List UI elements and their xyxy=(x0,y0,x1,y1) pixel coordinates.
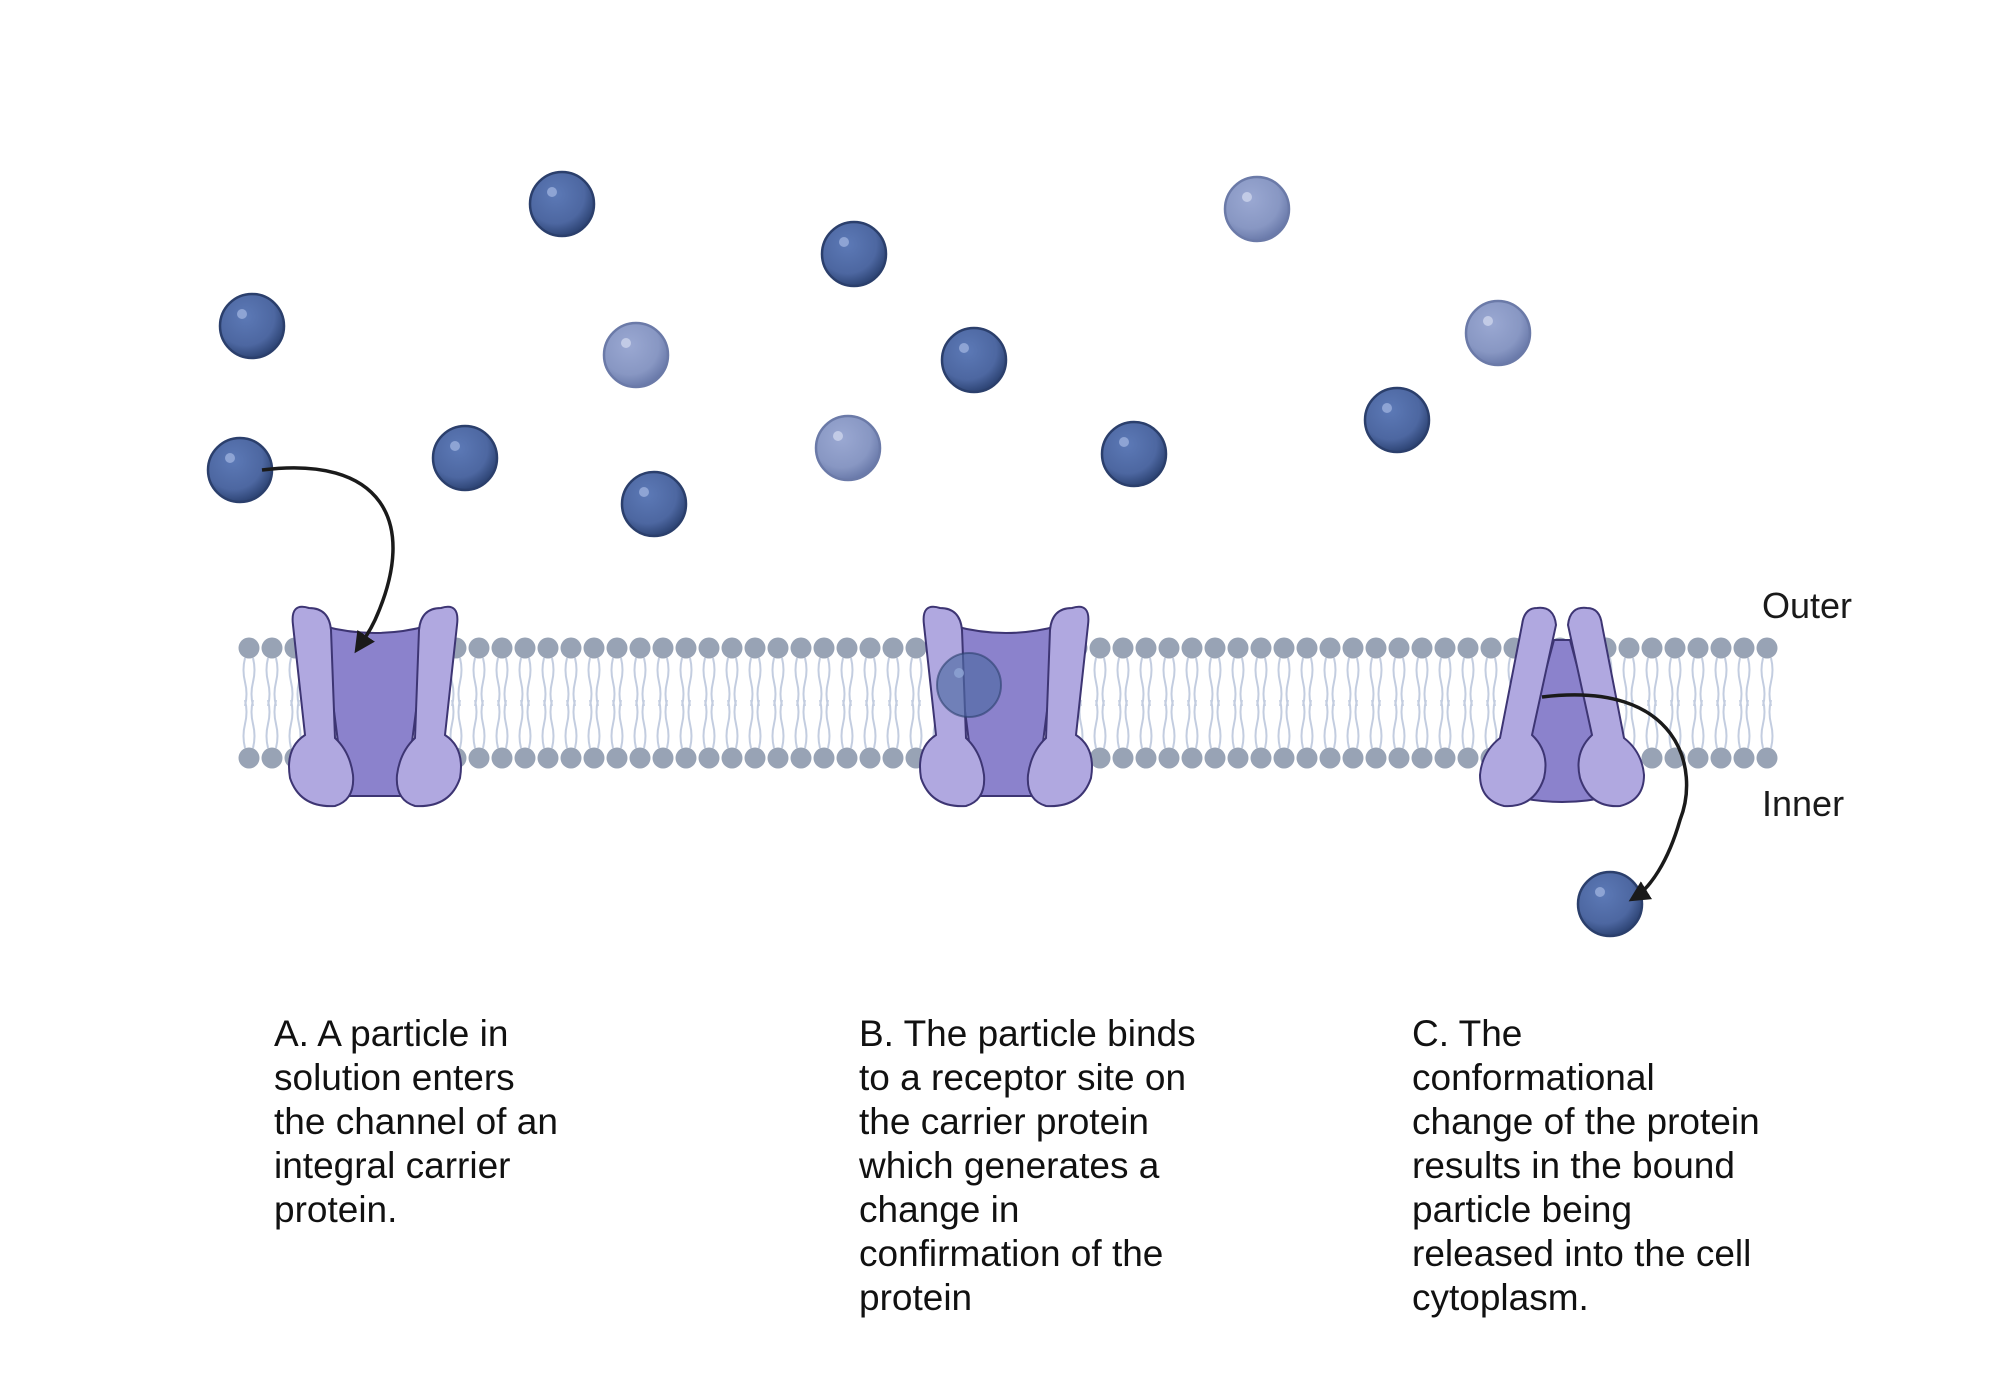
particle xyxy=(1464,299,1532,367)
lipid-molecule xyxy=(698,637,720,769)
lipid-molecule xyxy=(1687,637,1709,769)
caption-c-line: C. The xyxy=(1412,1013,1523,1054)
lipid-molecule xyxy=(1227,637,1249,769)
particle xyxy=(820,220,888,288)
caption-c-line: cytoplasm. xyxy=(1412,1277,1589,1318)
lipid-molecule xyxy=(882,637,904,769)
lipid-molecule xyxy=(1457,637,1479,769)
lipid-molecule xyxy=(767,637,789,769)
caption-b-line: the carrier protein xyxy=(859,1101,1149,1142)
caption-a-line: protein. xyxy=(274,1189,398,1230)
caption-c-line: conformational xyxy=(1412,1057,1655,1098)
particle xyxy=(1100,420,1168,488)
lipid-molecule xyxy=(1204,637,1226,769)
lipid-molecule xyxy=(1158,637,1180,769)
caption-a-line: integral carrier xyxy=(274,1145,511,1186)
lipid-molecule xyxy=(813,637,835,769)
lipid-molecule xyxy=(1319,637,1341,769)
lipid-molecule xyxy=(238,637,260,769)
particle xyxy=(528,170,596,238)
lipid-molecule xyxy=(1250,637,1272,769)
lipid-molecule xyxy=(1135,637,1157,769)
particle xyxy=(602,321,670,389)
lipid-molecule xyxy=(1181,637,1203,769)
transport-arrows xyxy=(261,466,1689,902)
lipid-molecule xyxy=(560,637,582,769)
inner-label: Inner xyxy=(1762,783,1845,824)
lipid-molecule xyxy=(514,637,536,769)
caption-a: A. A particle in solution enters the cha… xyxy=(274,1012,558,1232)
lipid-molecule xyxy=(675,637,697,769)
lipid-molecule xyxy=(583,637,605,769)
lipid-molecule xyxy=(1411,637,1433,769)
lipid-molecule xyxy=(606,637,628,769)
caption-c-line: results in the bound xyxy=(1412,1145,1735,1186)
release-arrow xyxy=(1541,693,1689,902)
caption-c-line: released into the cell xyxy=(1412,1233,1752,1274)
bound-particle xyxy=(936,652,1002,718)
outer-label: Outer xyxy=(1762,585,1853,626)
lipid-molecule xyxy=(1710,637,1732,769)
caption-b-line: protein xyxy=(859,1277,973,1318)
lipid-molecule xyxy=(744,637,766,769)
caption-b-line: confirmation of the xyxy=(859,1233,1164,1274)
lipid-molecule xyxy=(1089,637,1111,769)
lipid-molecule xyxy=(1756,637,1778,769)
lipid-molecule xyxy=(1112,637,1134,769)
particle xyxy=(431,424,499,492)
lipid-molecule xyxy=(1273,637,1295,769)
caption-a-line: A. A particle in xyxy=(274,1013,509,1054)
lipid-molecule xyxy=(836,637,858,769)
particle xyxy=(1363,386,1431,454)
solute-particles xyxy=(206,170,1644,938)
particle xyxy=(620,470,688,538)
carrier-protein-c xyxy=(1478,606,1646,808)
particle xyxy=(1223,175,1291,243)
caption-b-line: to a receptor site on xyxy=(859,1057,1187,1098)
caption-c: C. The conformational change of the prot… xyxy=(1412,1012,1760,1320)
caption-b-line: change in xyxy=(859,1189,1020,1230)
lipid-molecule xyxy=(1296,637,1318,769)
caption-b-line: which generates a xyxy=(859,1145,1160,1186)
carrier-protein-a xyxy=(288,605,462,808)
lipid-molecule xyxy=(1388,637,1410,769)
lipid-molecule xyxy=(1641,637,1663,769)
entry-arrow xyxy=(261,466,395,654)
caption-b: B. The particle binds to a receptor site… xyxy=(859,1012,1196,1320)
caption-c-line: particle being xyxy=(1412,1189,1633,1230)
lipid-molecule xyxy=(721,637,743,769)
particle xyxy=(218,292,286,360)
lipid-molecule xyxy=(1365,637,1387,769)
particle xyxy=(1576,870,1644,938)
particle xyxy=(814,414,882,482)
lipid-molecule xyxy=(1434,637,1456,769)
particle xyxy=(940,326,1008,394)
lipid-molecule xyxy=(859,637,881,769)
lipid-molecule xyxy=(652,637,674,769)
lipid-molecule xyxy=(1342,637,1364,769)
lipid-molecule xyxy=(537,637,559,769)
caption-a-line: the channel of an xyxy=(274,1101,558,1142)
lipid-molecule xyxy=(1664,637,1686,769)
lipid-molecule xyxy=(1733,637,1755,769)
lipid-molecule xyxy=(491,637,513,769)
lipid-molecule xyxy=(629,637,651,769)
lipid-molecule xyxy=(790,637,812,769)
lipid-molecule xyxy=(468,637,490,769)
lipid-molecule xyxy=(261,637,283,769)
caption-b-line: B. The particle binds xyxy=(859,1013,1196,1054)
caption-c-line: change of the protein xyxy=(1412,1101,1760,1142)
caption-a-line: solution enters xyxy=(274,1057,515,1098)
